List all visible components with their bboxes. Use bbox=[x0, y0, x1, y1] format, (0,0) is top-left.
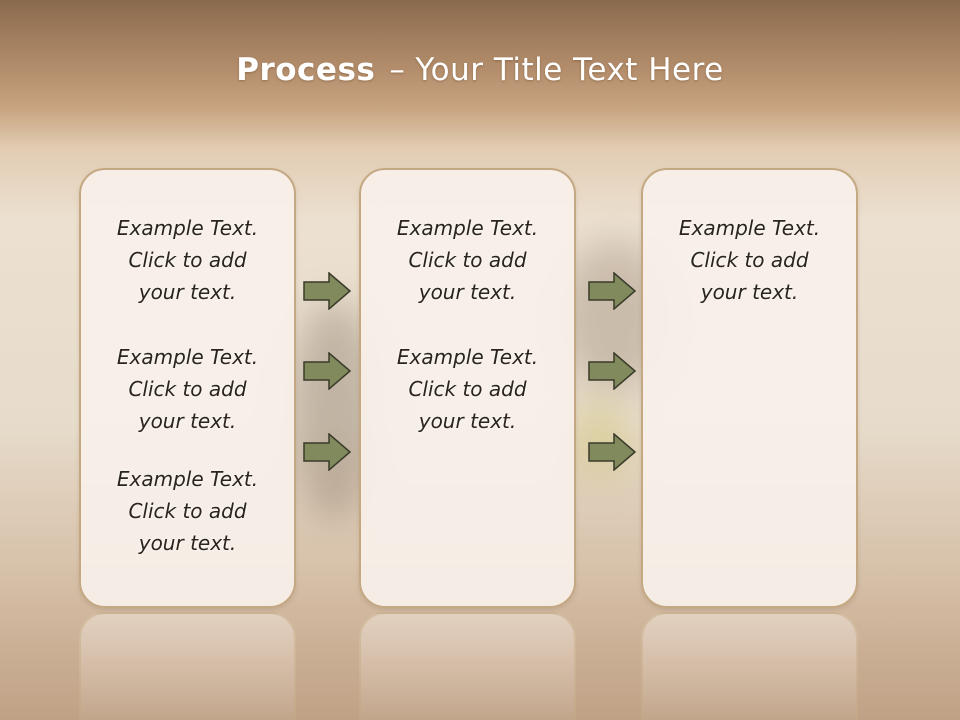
text-line: Example Text. bbox=[116, 467, 259, 491]
process-box-reflection bbox=[359, 612, 576, 720]
process-box-1[interactable]: Example Text. Click to add your text. Ex… bbox=[79, 168, 296, 608]
text-block[interactable]: Example Text. Click to add your text. bbox=[643, 212, 856, 308]
slide-title[interactable]: Process–Your Title Text Here bbox=[0, 52, 960, 88]
text-line: your text. bbox=[418, 409, 517, 433]
text-block[interactable]: Example Text. Click to add your text. bbox=[81, 212, 294, 308]
title-separator: – bbox=[389, 52, 406, 88]
text-line: your text. bbox=[138, 280, 237, 304]
arrow-right-icon[interactable] bbox=[588, 433, 636, 471]
text-line: Example Text. bbox=[396, 216, 539, 240]
arrow-right-icon[interactable] bbox=[303, 272, 351, 310]
title-bold: Process bbox=[236, 52, 376, 88]
text-line: your text. bbox=[700, 280, 799, 304]
arrow-right-icon[interactable] bbox=[303, 352, 351, 390]
text-line: Click to add bbox=[690, 248, 809, 272]
process-box-reflection bbox=[641, 612, 858, 720]
text-line: Example Text. bbox=[116, 345, 259, 369]
text-block[interactable]: Example Text. Click to add your text. bbox=[361, 212, 574, 308]
text-line: your text. bbox=[418, 280, 517, 304]
text-line: your text. bbox=[138, 409, 237, 433]
arrow-right-icon[interactable] bbox=[588, 272, 636, 310]
text-line: Click to add bbox=[408, 248, 527, 272]
text-line: Click to add bbox=[128, 248, 247, 272]
process-box-reflection bbox=[79, 612, 296, 720]
text-line: Click to add bbox=[128, 499, 247, 523]
text-block[interactable]: Example Text. Click to add your text. bbox=[81, 341, 294, 437]
text-line: Click to add bbox=[408, 377, 527, 401]
process-box-2[interactable]: Example Text. Click to add your text. Ex… bbox=[359, 168, 576, 608]
text-line: Example Text. bbox=[678, 216, 821, 240]
text-line: Click to add bbox=[128, 377, 247, 401]
title-text: Your Title Text Here bbox=[415, 52, 724, 88]
text-line: your text. bbox=[138, 531, 237, 555]
process-box-3[interactable]: Example Text. Click to add your text. bbox=[641, 168, 858, 608]
text-block[interactable]: Example Text. Click to add your text. bbox=[361, 341, 574, 437]
arrow-right-icon[interactable] bbox=[588, 352, 636, 390]
text-block[interactable]: Example Text. Click to add your text. bbox=[81, 463, 294, 559]
arrow-right-icon[interactable] bbox=[303, 433, 351, 471]
text-line: Example Text. bbox=[396, 345, 539, 369]
text-line: Example Text. bbox=[116, 216, 259, 240]
